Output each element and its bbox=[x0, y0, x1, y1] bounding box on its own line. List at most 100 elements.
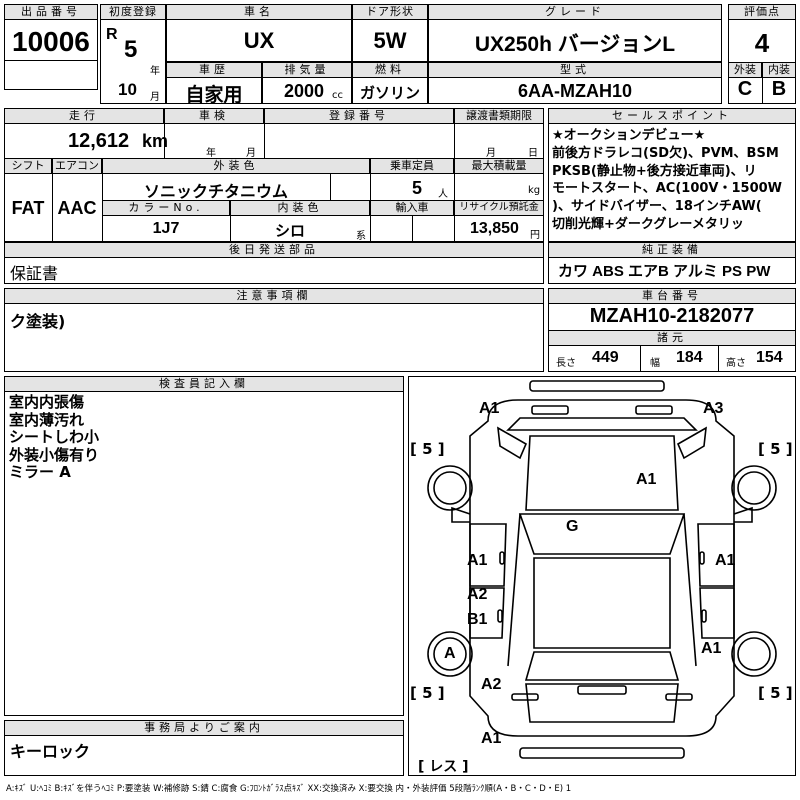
mark-rear-fender-right: A1 bbox=[701, 640, 722, 657]
ext-color: ソニックチタニウム bbox=[143, 184, 288, 201]
fuel-header: 燃料 bbox=[352, 62, 428, 78]
score-header: 評価点 bbox=[728, 4, 796, 20]
inspection-header: 車検 bbox=[164, 108, 264, 124]
import-header: 輸入車 bbox=[370, 200, 454, 216]
inspector-header: 検査員記入欄 bbox=[4, 376, 404, 392]
reg-month: 10 bbox=[118, 80, 137, 99]
sales-line: ★オークションデビュー★ bbox=[552, 128, 706, 143]
mark-hood: A1 bbox=[636, 471, 657, 488]
recycle: 13,850 bbox=[470, 220, 519, 237]
displacement-header: 排気量 bbox=[262, 62, 352, 78]
model-code: 6AA-MZAH10 bbox=[517, 81, 632, 101]
car-diagram bbox=[427, 380, 777, 759]
inspector-line: 室内薄汚れ bbox=[9, 410, 85, 429]
len-label: 長さ bbox=[556, 358, 576, 369]
genuine-header: 純正装備 bbox=[548, 242, 796, 258]
hgt-label: 高さ bbox=[726, 358, 746, 369]
exterior-header: 外装 bbox=[728, 62, 762, 78]
office-notes: キーロック bbox=[10, 742, 91, 761]
history-header: 車歴 bbox=[166, 62, 262, 78]
max-load-header: 最大積載量 bbox=[454, 158, 544, 174]
unit-kei: 系 bbox=[356, 231, 366, 242]
ext-score: C bbox=[737, 78, 753, 100]
mark-front-door-right: A1 bbox=[715, 552, 736, 569]
sales-header: セールスポイント bbox=[548, 108, 796, 124]
unit-cc: cc bbox=[332, 90, 343, 101]
mark-rear-wheel-left: A bbox=[444, 645, 456, 662]
sales-line: モートスタート、AC(100V・1500W bbox=[552, 181, 783, 197]
mileage-header: 走行 bbox=[4, 108, 164, 124]
wid-label: 幅 bbox=[650, 358, 660, 369]
sales-line: )、サイドバイザー、18インチAW( bbox=[552, 199, 762, 215]
length: 449 bbox=[592, 349, 619, 366]
mark-rear-bumper: A1 bbox=[481, 730, 502, 747]
first-reg-header: 初度登録 bbox=[100, 4, 166, 20]
mileage: 12,612 bbox=[68, 130, 130, 152]
era: R bbox=[106, 26, 118, 43]
interior-header: 内装 bbox=[762, 62, 796, 78]
color-no: 1J7 bbox=[152, 220, 180, 237]
inspector-line: シートしわ小 bbox=[9, 428, 100, 446]
genuine: カワ ABS エアB アルミ PS PW bbox=[558, 263, 771, 280]
grade: UX250h バージョンL bbox=[474, 33, 676, 56]
int-color: シロ bbox=[274, 223, 305, 240]
spare-tire: [ レス ] bbox=[418, 759, 469, 775]
car-diagram-box bbox=[408, 376, 796, 776]
later-parts: 保証書 bbox=[10, 264, 59, 283]
unit-person: 人 bbox=[438, 189, 448, 200]
reg-year: 5 bbox=[124, 36, 138, 63]
sales-points-list: ★オークションデビュー★ 前後方ドラレコ(SD欠)、PVM、BSM PKSB(静… bbox=[552, 127, 796, 239]
lot-no: 10006 bbox=[12, 26, 90, 57]
mark-front-bumper-left: A1 bbox=[479, 400, 500, 417]
legend: A:ｷｽﾞ U:ﾍｺﾐ B:ｷｽﾞを伴うﾍｺﾐ P:要塗装 W:補修跡 S:錆 … bbox=[6, 784, 572, 794]
mark-rear-door-left-a: A2 bbox=[467, 586, 488, 603]
capacity-header: 乗車定員 bbox=[370, 158, 454, 174]
int-color-header: 内装色 bbox=[230, 200, 370, 216]
transfer-month: 月 bbox=[486, 148, 496, 159]
aircon: AAC bbox=[57, 198, 97, 218]
sales-line: 前後方ドラレコ(SD欠)、PVM、BSM bbox=[552, 145, 779, 161]
sales-line: 切削光輝+ダークグレーメタリッ bbox=[552, 216, 744, 232]
tire-front-left: [ 5 ] bbox=[410, 440, 445, 458]
inspection-year: 年 bbox=[206, 148, 216, 159]
inspection-month: 月 bbox=[246, 148, 256, 159]
tire-rear-right: [ 5 ] bbox=[758, 684, 793, 702]
sales-line: PKSB(静止物+後方接近車両)、リ bbox=[552, 163, 757, 179]
inspector-line: ミラー A bbox=[9, 463, 71, 481]
unit-month: 月 bbox=[150, 92, 160, 103]
grade-header: グレード bbox=[428, 4, 722, 20]
mark-front-door-left: A1 bbox=[467, 552, 488, 569]
fuel: ガソリン bbox=[359, 85, 420, 102]
model-code-header: 型式 bbox=[428, 62, 722, 78]
inspector-notes: 室内内張傷 室内薄汚れ シートしわ小 外装小傷有り ミラー A bbox=[9, 393, 100, 482]
shift: FAT bbox=[11, 198, 45, 218]
chassis-header: 車台番号 bbox=[548, 288, 796, 304]
shift-header: シフト bbox=[4, 158, 52, 174]
mark-front-bumper-right: A3 bbox=[703, 400, 724, 417]
notes: ク塗装) bbox=[10, 312, 66, 331]
transfer-header: 譲渡書類期限 bbox=[454, 108, 544, 124]
chassis-no: MZAH10-2182077 bbox=[589, 305, 755, 327]
inspector-line: 外装小傷有り bbox=[9, 445, 100, 464]
lot-no-header: 出品番号 bbox=[4, 4, 98, 20]
unit-kg: kg bbox=[528, 185, 541, 196]
ext-color-header: 外装色 bbox=[102, 158, 370, 174]
mark-windshield: G bbox=[566, 518, 579, 535]
width: 184 bbox=[676, 349, 703, 366]
height: 154 bbox=[756, 349, 783, 366]
office-header: 事務局よりご案内 bbox=[4, 720, 404, 736]
reg-no-header: 登録番号 bbox=[264, 108, 454, 124]
tire-rear-left: [ 5 ] bbox=[410, 684, 445, 702]
unit-km: km bbox=[142, 131, 169, 151]
mark-rear-door-left-b: B1 bbox=[467, 611, 488, 628]
later-parts-header: 後日発送部品 bbox=[4, 242, 544, 258]
unit-yen: 円 bbox=[530, 230, 540, 241]
notes-header: 注意事項欄 bbox=[4, 288, 544, 304]
transfer-day: 日 bbox=[528, 148, 538, 159]
door-header: ドア形状 bbox=[352, 4, 428, 20]
capacity: 5 bbox=[412, 178, 423, 198]
car-name-header: 車名 bbox=[166, 4, 352, 20]
recycle-header: リサイクル預託金 bbox=[454, 200, 544, 216]
displacement: 2000 bbox=[284, 81, 325, 101]
history: 自家用 bbox=[185, 85, 243, 106]
